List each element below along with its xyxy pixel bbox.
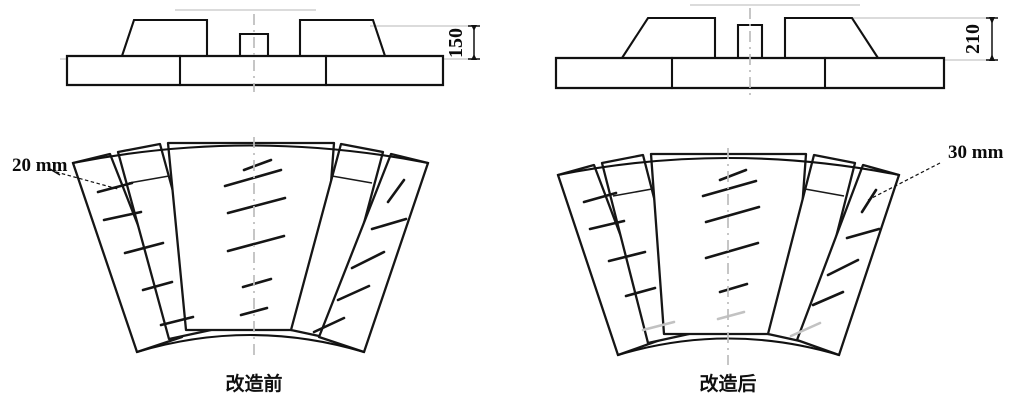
right-dimension-210: 210 [962, 17, 998, 61]
slot [123, 241, 165, 255]
slot [582, 191, 618, 204]
right-dim-arrow-bottom [989, 54, 995, 61]
right-dim-arrow-top [989, 17, 995, 24]
slot [226, 196, 287, 215]
slot [811, 290, 845, 307]
slot [860, 188, 878, 214]
slot [718, 168, 748, 182]
right-fan-slot-group-outer-right [789, 188, 881, 338]
slot [336, 284, 371, 302]
left-base-slab [65, 54, 445, 87]
slot [704, 205, 761, 224]
left-annotation-tick [49, 168, 61, 176]
slot-faded [716, 310, 746, 321]
left-caption: 改造前 [225, 372, 282, 395]
slot [718, 282, 749, 294]
right-dimension-value: 210 [962, 24, 984, 54]
slot [226, 234, 286, 253]
left-dim-arrow-top [471, 25, 477, 31]
slot [102, 210, 143, 222]
left-fan-band-left-divider [128, 175, 170, 184]
slot [242, 158, 273, 172]
slot [701, 179, 758, 198]
right-annotation-label: 30 mm [948, 142, 1004, 163]
slot [239, 306, 269, 317]
left-fan-slot-group-outer-left [96, 181, 195, 327]
right-fan-slot-group-center [701, 168, 761, 321]
slot [370, 217, 408, 231]
left-fan-annotation-20mm: 20 mm [12, 155, 119, 190]
left-fan-slot-group-outer-right [312, 178, 408, 334]
left-dim-arrow-bottom [471, 54, 477, 60]
left-fan-slot-group-center [223, 158, 287, 317]
slot [159, 315, 195, 327]
left-annotation-leader [55, 171, 119, 190]
slot [624, 286, 657, 298]
slot [704, 241, 760, 260]
left-dimension-150: 150 [445, 25, 480, 60]
slot [607, 250, 647, 263]
slot-faded [789, 321, 822, 338]
left-dimension-value: 150 [445, 28, 467, 58]
left-upper-profile [120, 18, 387, 58]
slot [241, 277, 273, 289]
right-annotation-leader [867, 162, 941, 201]
slot [826, 258, 860, 277]
right-fan-band-right-divider [804, 188, 845, 197]
left-fan-band-right-divider [331, 175, 373, 184]
slot [141, 280, 174, 292]
slot [588, 219, 626, 231]
left-fan-inner-arc [135, 333, 366, 354]
right-fan-assembly: 30 mm 改造后 [556, 142, 1004, 395]
right-upper-profile [620, 16, 880, 60]
slot [386, 178, 406, 204]
left-fan-outer-arc [71, 144, 430, 165]
slot [223, 168, 283, 188]
right-fan-band-left-divider [612, 188, 653, 197]
left-fan-assembly: 20 mm 改造前 [12, 137, 430, 395]
left-annotation-label: 20 mm [12, 155, 68, 176]
slot-faded [641, 320, 676, 332]
slot [845, 227, 881, 240]
right-caption: 改造后 [699, 372, 756, 395]
slot [312, 316, 346, 334]
right-fan-annotation-30mm: 30 mm [867, 142, 1004, 201]
slot [96, 181, 134, 194]
slot [350, 250, 386, 270]
left-cross-section: 150 [60, 9, 480, 92]
right-cross-section: 210 [554, 4, 998, 95]
right-fan-slot-group-outer-left [582, 191, 676, 332]
